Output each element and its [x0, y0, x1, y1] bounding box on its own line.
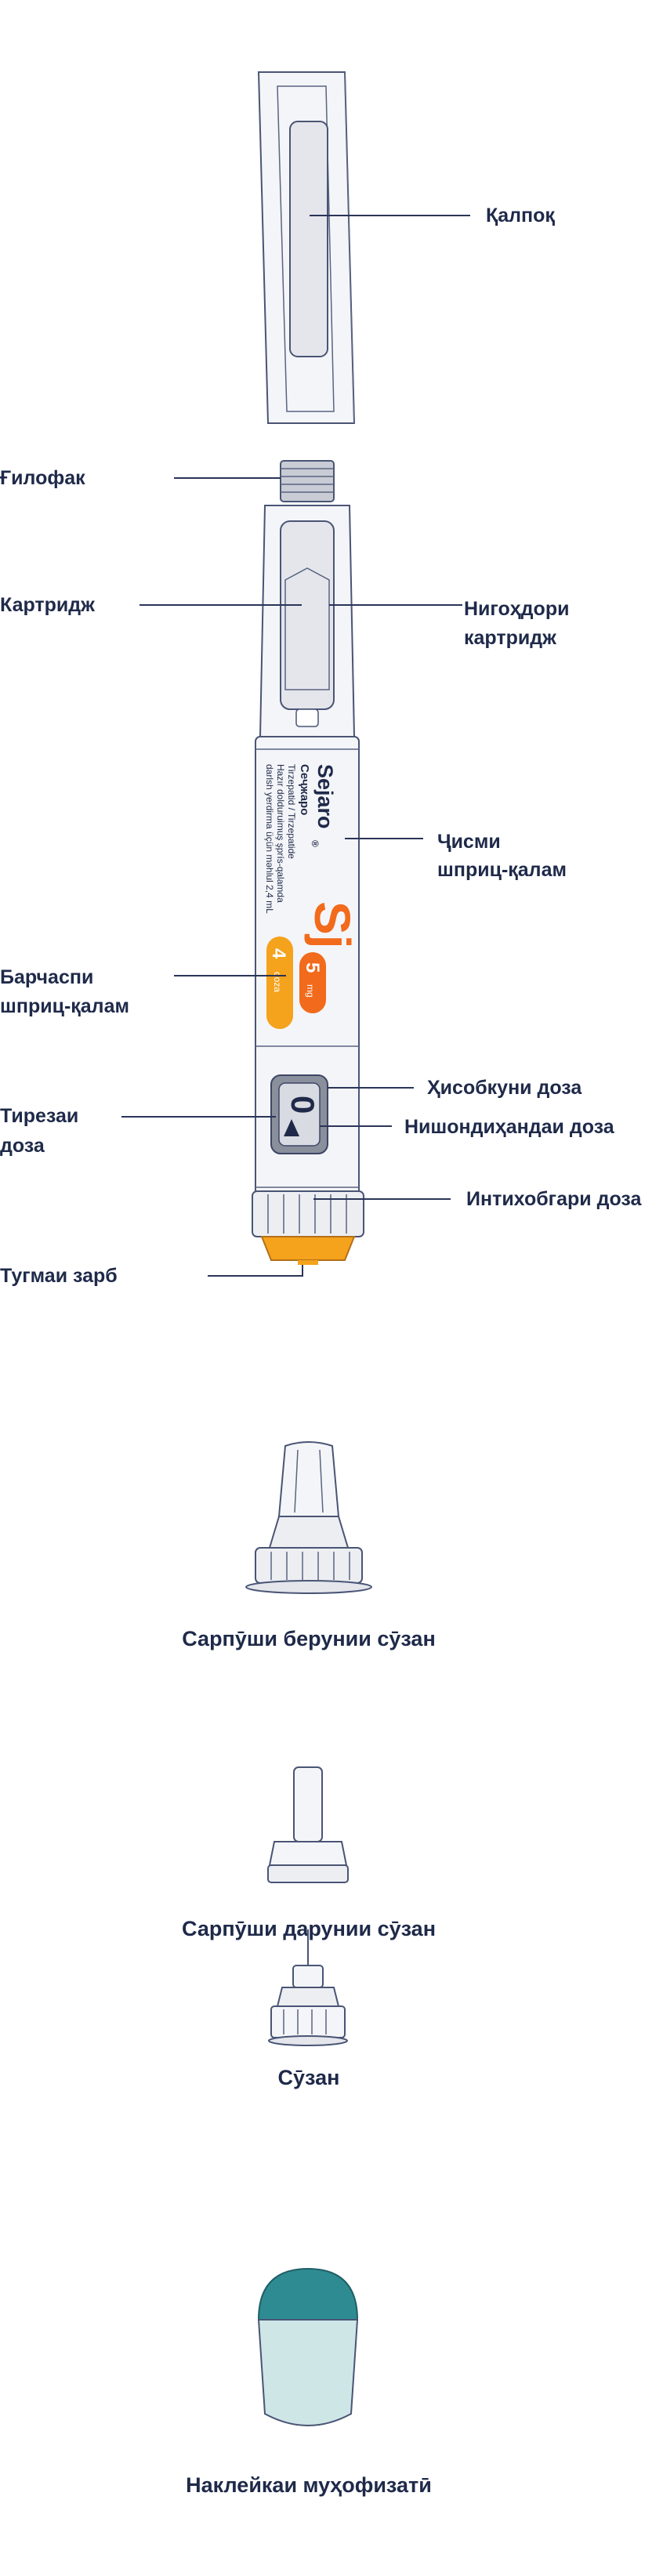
- protective-sticker-caption: Наклейкаи муҳофизатӣ: [186, 2473, 432, 2497]
- cartridge-holder-label-line1: Нигоҳдори: [464, 598, 569, 620]
- dose-selector: [252, 1191, 364, 1237]
- brand-registered: ®: [310, 840, 321, 847]
- dose-counter-value: 0: [284, 1096, 321, 1114]
- dose-pointer-label: Нишондиҳандаи доза: [404, 1116, 615, 1138]
- strength-unit: mg: [305, 984, 316, 998]
- dose-window: 0: [271, 1075, 328, 1154]
- push-button-label: Тугмаи зарб: [0, 1265, 118, 1287]
- needle-caption: Сӯзан: [278, 2066, 340, 2089]
- print-line-1: Tirzepatid / Tirzepatide: [286, 764, 297, 859]
- cartridge-holder: [260, 505, 354, 737]
- pen-label-label-line1: Барчаспи: [0, 966, 93, 988]
- pen-label-label-line2: шприц-қалам: [0, 995, 129, 1017]
- pen-body-label-line1: Ҷисми: [437, 831, 501, 853]
- window-label-line1: Тирезаи: [0, 1105, 78, 1127]
- window-label-line2: доза: [0, 1135, 45, 1157]
- pen-cap: [259, 72, 354, 423]
- dose-selector-label: Интихобгари доза: [466, 1188, 642, 1210]
- pen-body-label-line2: шприц-қалам: [437, 859, 567, 881]
- inner-needle-cap: [268, 1767, 348, 1882]
- outer-needle-cap: [246, 1442, 371, 1593]
- outer-needle-cap-caption: Сарпӯши берунии сӯзан: [182, 1627, 436, 1650]
- push-button: [262, 1237, 354, 1265]
- print-line-2: Hazır dolduruimuş şprís-qalamda: [275, 764, 286, 903]
- protective-sticker: [259, 2269, 357, 2426]
- thread-label: Ғилофак: [0, 467, 85, 489]
- thread: [281, 461, 334, 502]
- doses-value: 4: [268, 948, 289, 959]
- doses-unit: doza: [272, 972, 283, 992]
- cartridge-label: Картридж: [0, 594, 95, 616]
- push-button-leader: [208, 1265, 303, 1276]
- strength-value: 5: [302, 962, 323, 973]
- brand-name: Sejaro: [313, 764, 337, 829]
- cap-label: Қалпоқ: [486, 205, 555, 226]
- needle: [269, 1929, 347, 2045]
- dose-counter-label: Ҳисобкуни доза: [427, 1077, 582, 1099]
- cartridge-holder-label-line2: картридж: [464, 627, 556, 649]
- strength-pill: [299, 952, 326, 1013]
- brand-cyrillic: Сеҷжаро: [298, 764, 311, 815]
- sj-logo: Sj: [304, 901, 360, 948]
- print-line-3: darlsh yerdirma üçün məhlul 2,4 mL: [264, 764, 275, 914]
